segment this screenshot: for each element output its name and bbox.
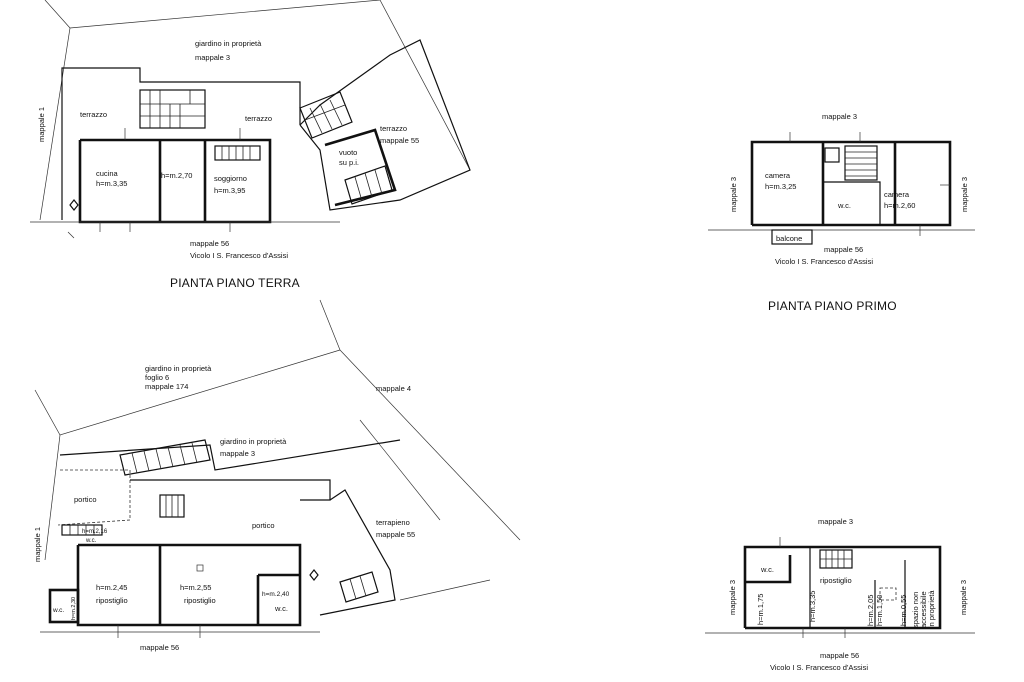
label-mappale3-right: mappale 3 [960, 177, 969, 212]
label-mappale1: mappale 1 [33, 527, 42, 562]
label-giardino-2: giardino in proprietà [220, 437, 287, 446]
label-wc: w.c. [837, 201, 851, 210]
label-ripostiglio-2: ripostiglio [184, 596, 216, 605]
label-ripostiglio-1: ripostiglio [96, 596, 128, 605]
label-wc-left: w.c. [52, 607, 64, 614]
label-mappale4: mappale 4 [376, 384, 411, 393]
label-h1: h=m.2,45 [96, 583, 127, 592]
plan-title-piano-terra: PIANTA PIANO TERRA [170, 276, 300, 290]
label-h-small: h=m.2,16 [82, 529, 108, 535]
label-foglio: foglio 6 [145, 373, 169, 382]
stair-right-bottom [344, 165, 393, 205]
label-wc-top: w.c. [85, 538, 97, 544]
label-camera-1-h: h=m.3,25 [765, 182, 796, 191]
label-wc-right: w.c. [274, 604, 288, 613]
label-mappale1: mappale 1 [37, 107, 46, 142]
label-terrapieno: terrapieno [376, 518, 410, 527]
label-portico-2: portico [252, 521, 275, 530]
label-h5: h=m.0,55 [899, 595, 908, 626]
label-h3: h=m.2,05 [866, 595, 875, 626]
plan-title-piano-primo: PIANTA PIANO PRIMO [768, 299, 897, 313]
label-soggiorno: soggiorno [214, 174, 247, 183]
label-vicolo: Vicolo I S. Francesco d'Assisi [190, 251, 288, 260]
label-h1: h=m.1,75 [756, 594, 765, 625]
label-h4: h=m.1,50 [875, 595, 884, 626]
label-giardino-mappale: mappale 3 [195, 53, 230, 62]
label-camera-1: camera [765, 171, 791, 180]
label-h-wc-left: h=m.2,30 [71, 597, 77, 620]
label-terrazzo-3-mappale: mappale 55 [380, 136, 419, 145]
stair-sottotetto [819, 549, 853, 569]
plan-seminterrato: giardino in proprietà foglio 6 mappale 1… [33, 299, 521, 652]
label-ripostiglio: ripostiglio [820, 576, 852, 585]
label-terrazzo-3: terrazzo [380, 124, 407, 133]
label-mappale56: mappale 56 [820, 651, 859, 660]
label-mappale56: mappale 56 [190, 239, 229, 248]
plan-sottotetto: mappale 3 mappale 3 mappale 3 w.c. ripos… [705, 517, 975, 672]
label-h2: h=m.2,55 [180, 583, 211, 592]
label-camera-2: camera [884, 190, 910, 199]
label-mappale56: mappale 56 [140, 643, 179, 652]
label-terrapieno-mappale: mappale 55 [376, 530, 415, 539]
label-camera-2-h: h=m.2,60 [884, 201, 915, 210]
label-soggiorno-h: h=m.3,95 [214, 186, 245, 195]
label-cucina: cucina [96, 169, 119, 178]
stair-right-top [299, 91, 353, 139]
label-corridoio-h: h=m.2,70 [161, 171, 192, 180]
label-mappale3-left: mappale 3 [728, 580, 737, 615]
plan-piano-primo: mappale 3 mappale 3 mappale 3 camera h=m… [708, 112, 975, 313]
label-mappale3-left: mappale 3 [729, 177, 738, 212]
label-mappale56: mappale 56 [824, 245, 863, 254]
label-mappale3-top: mappale 3 [818, 517, 853, 526]
stair-semint-right [339, 571, 379, 603]
label-portico-1: portico [74, 495, 97, 504]
label-terrazzo-2: terrazzo [245, 114, 272, 123]
label-terrazzo-1: terrazzo [80, 110, 107, 119]
label-spazio-3: in proprietà [927, 590, 936, 628]
label-giardino: giardino in proprietà [145, 364, 212, 373]
plan-piano-terra: giardino in proprietà mappale 3 mappale … [30, 0, 471, 290]
label-spazio-2: accessibile [919, 591, 928, 628]
stair-semint-left [61, 524, 103, 536]
stair-upper-left [139, 89, 206, 129]
label-mappale174: mappale 174 [145, 382, 188, 391]
label-vuoto-sub: su p.i. [339, 158, 359, 167]
label-spazio-1: spazio non [911, 592, 920, 628]
label-vicolo: Vicolo I S. Francesco d'Assisi [770, 663, 868, 672]
label-h2: h=m.3,35 [808, 591, 817, 622]
label-balcone: balcone [776, 234, 802, 243]
stair-primo [844, 145, 878, 181]
stair-soggiorno [214, 145, 261, 161]
label-vuoto: vuoto [339, 148, 357, 157]
stair-semint-mid [159, 494, 185, 518]
label-wc: w.c. [760, 565, 774, 574]
label-mappale3-top: mappale 3 [822, 112, 857, 121]
label-h3: h=m.2,40 [262, 591, 290, 598]
label-vicolo: Vicolo I S. Francesco d'Assisi [775, 257, 873, 266]
label-giardino: giardino in proprietà [195, 39, 262, 48]
label-cucina-h: h=m.3,35 [96, 179, 127, 188]
stair-semint-top [119, 439, 211, 476]
label-giardino-2-mappale: mappale 3 [220, 449, 255, 458]
label-mappale3-right: mappale 3 [959, 580, 968, 615]
